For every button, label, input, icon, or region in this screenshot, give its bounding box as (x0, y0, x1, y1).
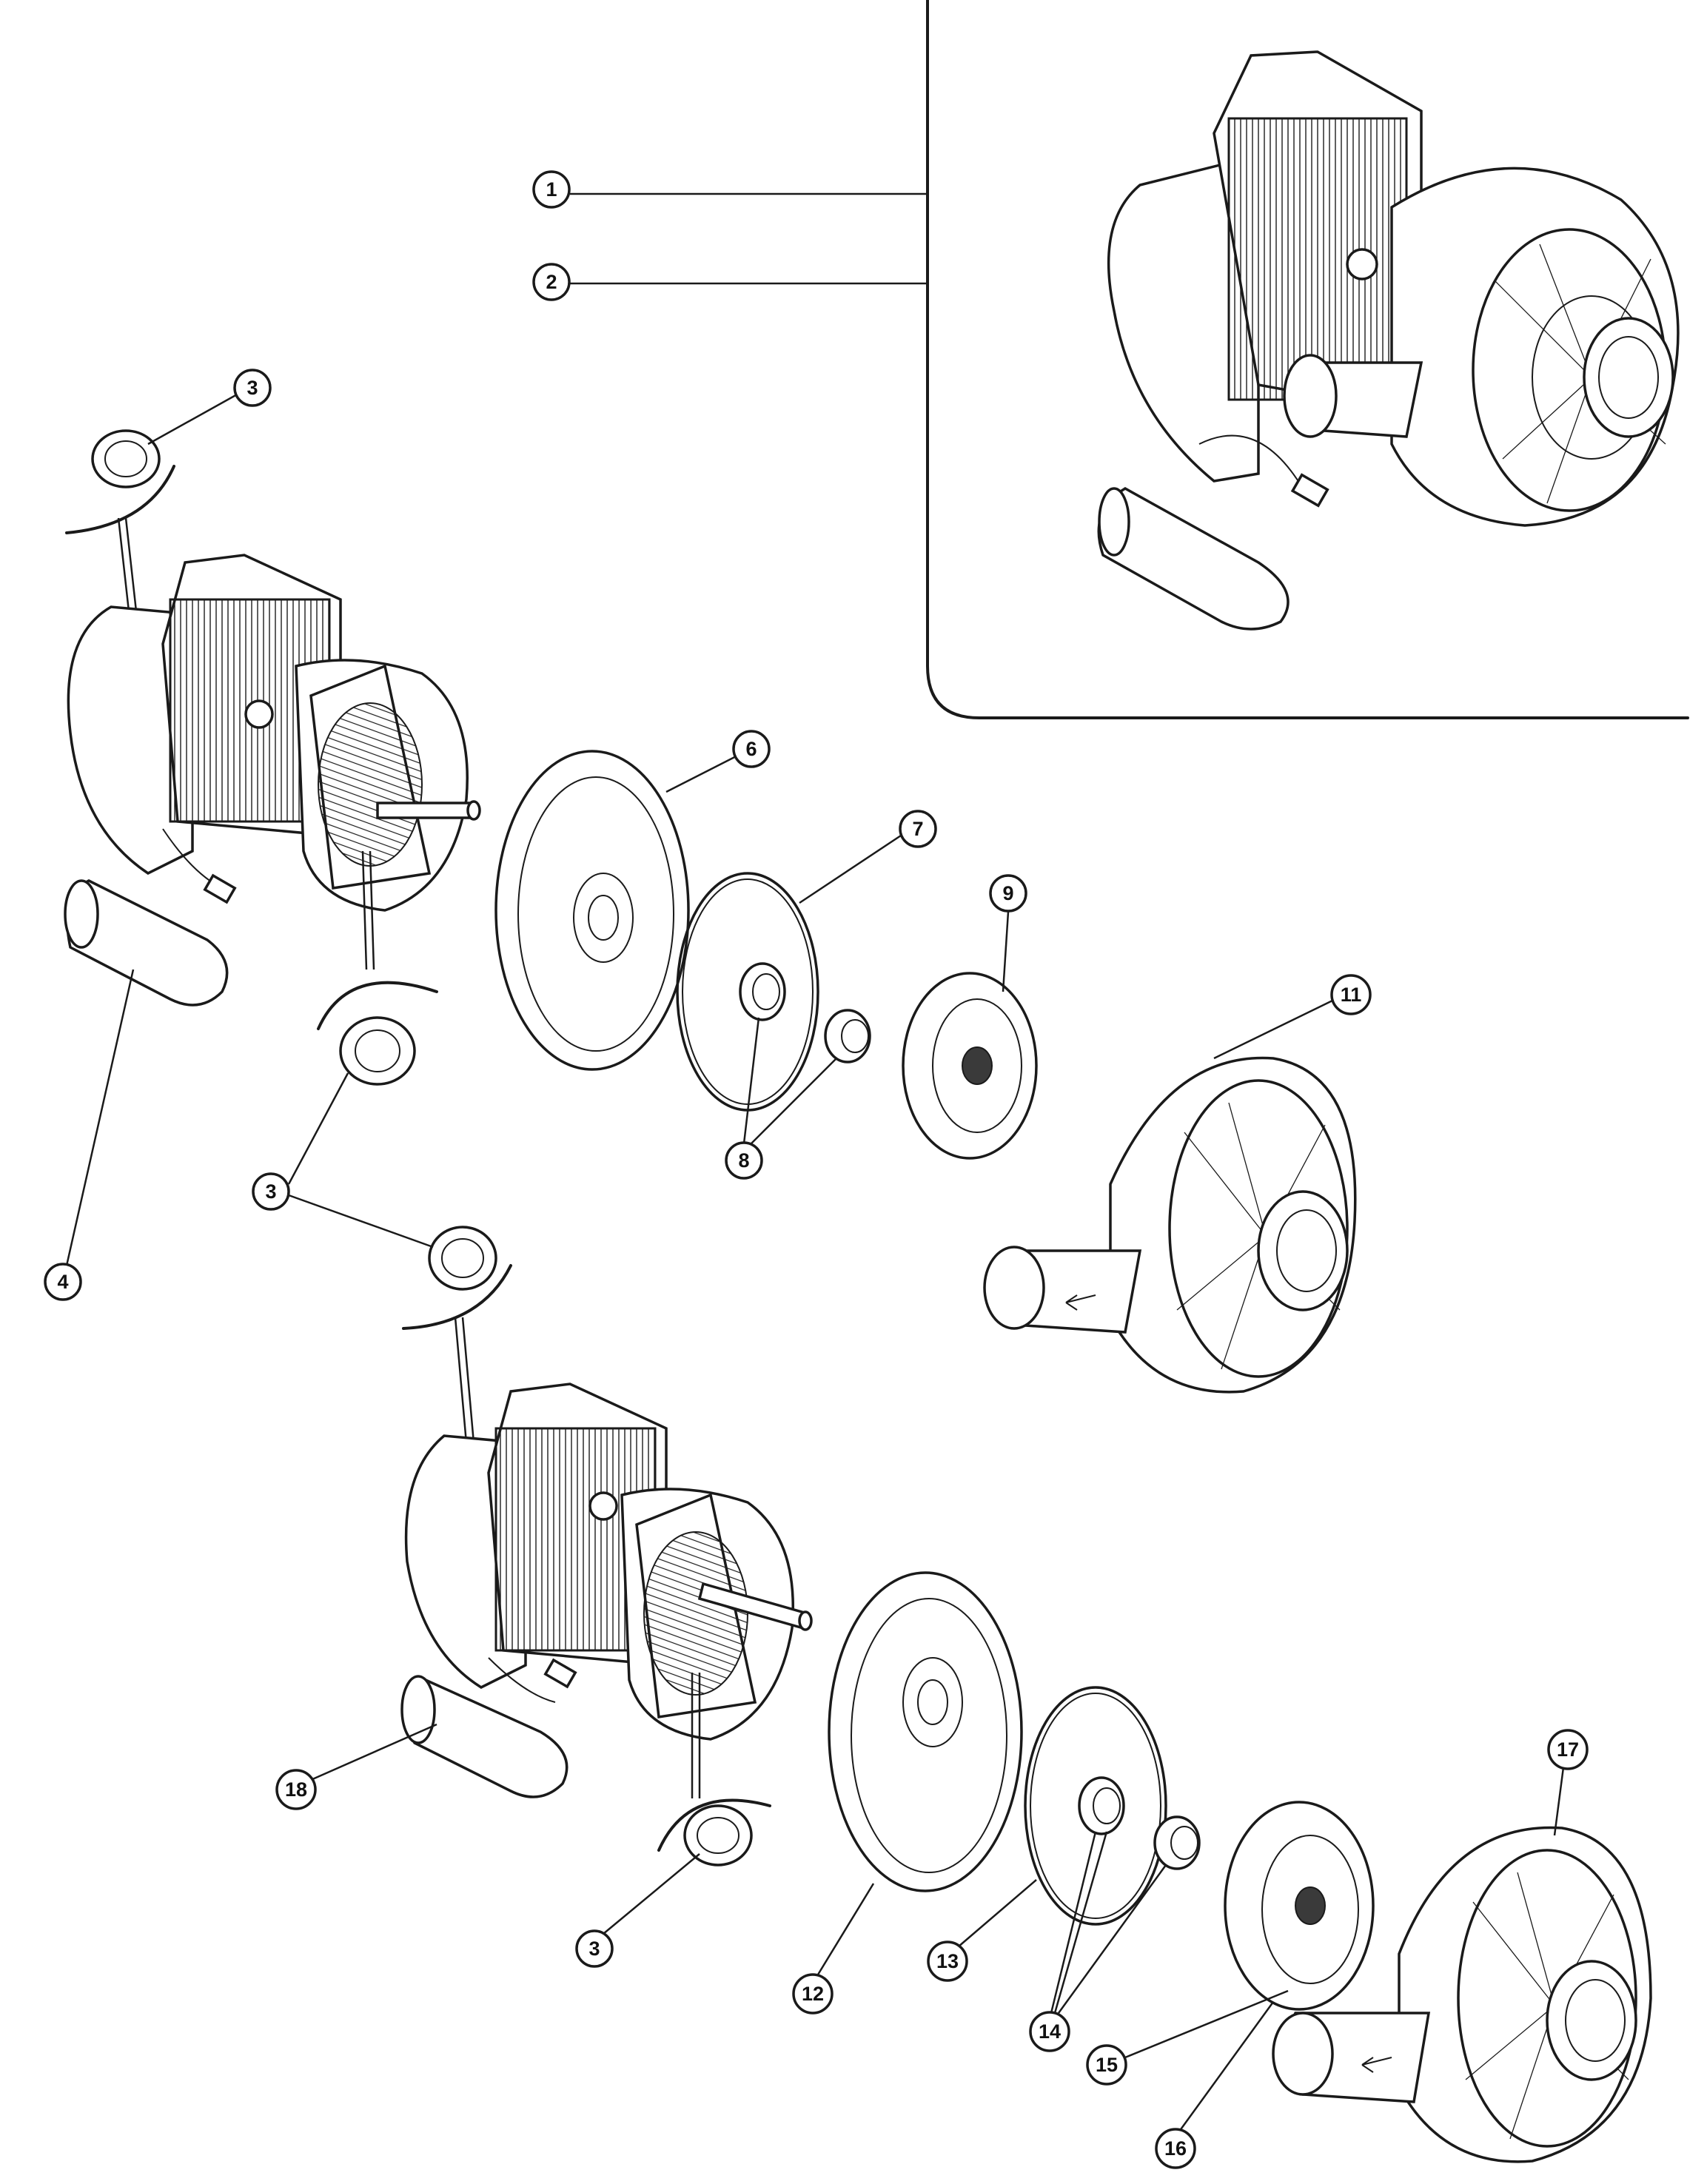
callout-17: 17 (1547, 1729, 1589, 1770)
svg-text:13: 13 (936, 1950, 959, 1972)
callout-3-mid: 3 (252, 1172, 290, 1211)
bearing-upper-rear (317, 850, 438, 1086)
svg-text:12: 12 (802, 1983, 824, 2005)
callout-14: 14 (1029, 2011, 1070, 2052)
seal-8 (739, 962, 871, 1064)
assembled-motor (1107, 50, 1680, 527)
assembled-capacitor (1097, 434, 1329, 631)
svg-text:2: 2 (546, 271, 557, 293)
svg-text:7: 7 (912, 818, 923, 840)
callout-13: 13 (927, 1941, 968, 1982)
svg-text:3: 3 (247, 377, 258, 399)
callout-6: 6 (732, 730, 771, 768)
callout-1: 1 (532, 170, 571, 209)
callout-3-bottom: 3 (575, 1929, 614, 1968)
motor-lower (404, 1382, 813, 1741)
svg-text:9: 9 (1002, 882, 1013, 904)
bearing-lower-top (402, 1226, 512, 1330)
pump-housing-11 (983, 1056, 1357, 1394)
callout-16: 16 (1155, 2128, 1196, 2169)
pump-housing-17 (1272, 1826, 1652, 2163)
svg-text:1: 1 (546, 178, 557, 201)
svg-text:6: 6 (745, 738, 757, 760)
bearing-top (65, 429, 175, 534)
bearing-lower-rear (657, 1673, 771, 1867)
seal-14 (1078, 1776, 1201, 1870)
callout-12: 12 (792, 1973, 834, 2015)
svg-text:3: 3 (265, 1180, 276, 1203)
callout-2: 2 (532, 263, 571, 301)
svg-text:8: 8 (738, 1149, 749, 1172)
svg-text:17: 17 (1557, 1738, 1579, 1761)
inset-frame (926, 0, 1689, 719)
motor-flange-6 (494, 750, 690, 1071)
svg-text:4: 4 (57, 1271, 68, 1293)
callout-7: 7 (899, 810, 937, 848)
svg-text:18: 18 (285, 1778, 307, 1801)
o-ring-13 (1024, 1686, 1167, 1926)
impeller-9 (902, 972, 1038, 1160)
callout-11: 11 (1330, 974, 1372, 1015)
svg-text:3: 3 (588, 1938, 600, 1960)
capacitor-18 (400, 1675, 569, 1798)
motor-flange-12 (828, 1571, 1023, 1892)
callout-9: 9 (989, 874, 1027, 913)
svg-text:16: 16 (1164, 2137, 1187, 2160)
motor-upper (67, 554, 481, 912)
callout-3-top: 3 (233, 369, 272, 407)
capacitor-4 (64, 879, 229, 1007)
assembled-pump-inset (926, 0, 1689, 719)
svg-text:14: 14 (1039, 2020, 1061, 2043)
callout-15: 15 (1086, 2044, 1127, 2086)
svg-text:15: 15 (1096, 2054, 1118, 2076)
impeller-15 (1224, 1801, 1375, 2011)
callout-8: 8 (725, 1141, 763, 1180)
callout-18: 18 (275, 1769, 317, 1810)
svg-text:11: 11 (1341, 984, 1362, 1006)
callout-4: 4 (44, 1263, 82, 1301)
